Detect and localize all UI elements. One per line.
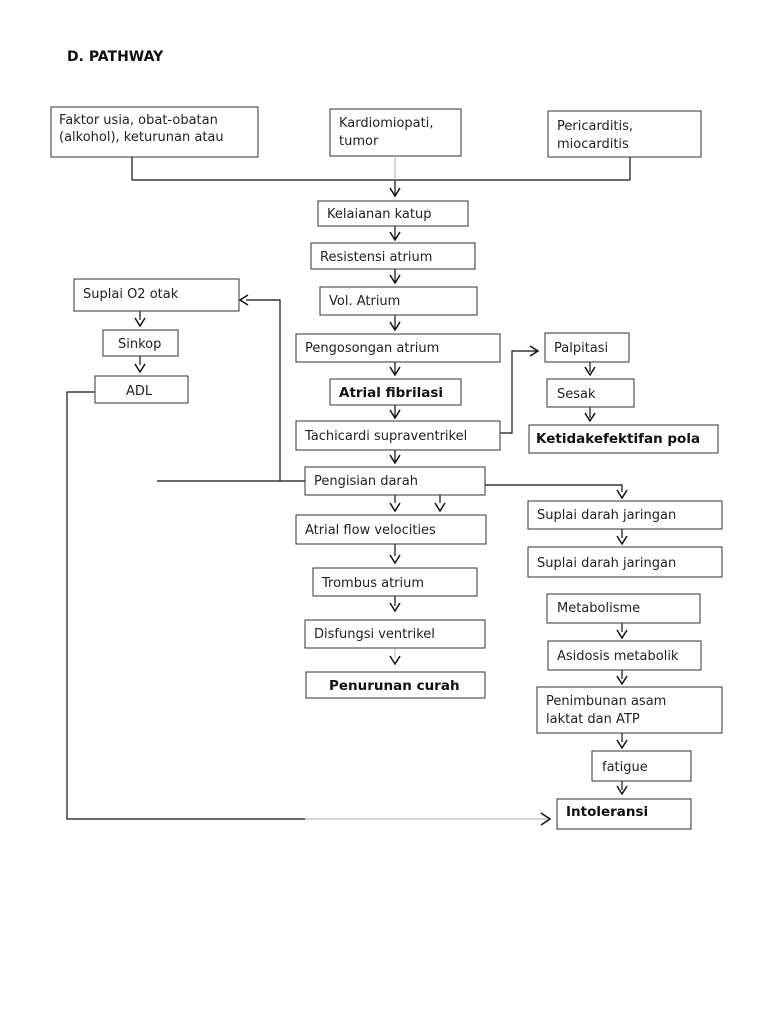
node-atrial-fibrilasi: Atrial fibrilasi [329,378,462,406]
node-vol-atrium: Vol. Atrium [319,286,478,316]
arrow-down-icon [389,655,401,666]
node-label: Penimbunan asam [546,694,666,709]
node-label: fatigue [602,760,648,775]
node-label: laktat dan ATP [546,712,640,727]
node-label: Vol. Atrium [329,294,400,309]
connector-line [66,391,305,820]
node-label: Ketidakefektifan pola [536,431,700,447]
page-title: D. PATHWAY [67,49,164,65]
arrow-down-icon [616,535,628,546]
node-fatigue: fatigue [591,750,692,782]
node-asidosis-metabolik: Asidosis metabolik [547,640,702,671]
node-label: Metabolisme [557,601,640,616]
node-ketidakefektifan-pola: Ketidakefektifan pola [528,424,719,454]
arrow-down-icon [134,317,146,328]
node-label: Sesak [557,387,596,402]
node-label: Palpitasi [554,341,608,356]
node-label: Trombus atrium [321,576,424,591]
connector-line [246,299,281,481]
arrow-down-icon [616,629,628,640]
node-label: Suplai O2 otak [83,287,179,302]
node-kelaianan-katup: Kelaianan katup [317,200,469,227]
node-penimbunan-asam: Penimbunan asam laktat dan ATP [536,686,723,734]
connectors [66,157,631,820]
connector-line [500,350,538,434]
arrow-down-icon [389,409,401,420]
node-adl: ADL [94,375,189,404]
arrow-down-icon [389,274,401,285]
node-suplai-o2-otak: Suplai O2 otak [73,278,240,312]
node-kardiomiopati: Kardiomiopati, tumor [329,108,462,157]
arrow-down-icon [434,502,446,513]
node-label: Asidosis metabolik [557,649,679,664]
node-label: Atrial flow velocities [305,523,436,538]
arrow-down-icon [389,321,401,332]
node-label: Suplai darah jaringan [537,556,676,571]
arrow-down-icon [389,231,401,242]
node-intoleransi: Intoleransi [556,798,692,830]
node-pengisian-darah: Pengisian darah [304,466,486,496]
node-label: Pengosongan atrium [305,341,439,356]
node-suplai-darah-jaringan: Suplai darah jaringan [527,546,723,578]
node-label: Penurunan curah [329,678,460,694]
arrow-left-icon [238,294,249,306]
node-palpitasi: Palpitasi [544,332,630,363]
node-label: miocarditis [557,137,629,152]
arrow-down-icon [389,602,401,613]
arrow-down-icon [616,785,628,796]
node-label: Resistensi atrium [320,250,432,265]
node-label: Atrial fibrilasi [339,385,443,401]
arrow-right-icon [540,812,552,826]
node-label: ADL [126,384,153,399]
arrow-down-icon [389,366,401,377]
arrow-down-icon [389,554,401,565]
arrow-down-icon [584,366,596,377]
node-metabolisme: Metabolisme [546,593,701,624]
node-label: Suplai darah jaringan [537,508,676,523]
arrow-down-icon [616,489,628,500]
arrow-down-icon [134,363,146,374]
node-label: Intoleransi [566,804,648,820]
node-faktor-usia: Faktor usia, obat-obatan (alkohol), ketu… [50,106,259,158]
node-label: Sinkop [118,337,161,352]
node-sinkop: Sinkop [102,329,179,357]
node-suplai-darah-jaringan: Suplai darah jaringan [527,500,723,530]
node-label: Kelaianan katup [327,207,431,222]
node-atrial-flow: Atrial flow velocities [295,514,487,545]
node-label: (alkohol), keturunan atau [59,130,224,145]
node-resistensi-atrium: Resistensi atrium [310,242,476,270]
node-label: Pericarditis, [557,119,633,134]
node-sesak: Sesak [546,378,635,408]
arrowheads [134,187,628,826]
node-trombus-atrium: Trombus atrium [312,567,478,597]
node-label: Faktor usia, obat-obatan [59,113,218,128]
node-label: tumor [339,134,379,149]
connector-line [484,481,623,492]
arrow-down-icon [616,675,628,686]
node-pericarditis: Pericarditis, miocarditis [547,110,702,158]
node-tachicardi: Tachicardi supraventrikel [295,420,501,451]
node-label: Disfungsi ventrikel [314,627,435,642]
node-disfungsi-ventrikel: Disfungsi ventrikel [304,619,486,649]
node-penurunan-curah: Penurunan curah [305,671,486,699]
arrow-down-icon [616,739,628,750]
node-label: Pengisian darah [314,474,418,489]
arrow-right-icon [529,345,540,357]
arrow-down-icon [389,454,401,465]
node-label: Tachicardi supraventrikel [304,429,467,444]
node-pengosongan-atrium: Pengosongan atrium [295,333,501,363]
arrow-down-icon [584,412,596,423]
arrow-down-icon [389,502,401,513]
arrow-down-icon [389,187,401,198]
node-label: Kardiomiopati, [339,116,434,131]
